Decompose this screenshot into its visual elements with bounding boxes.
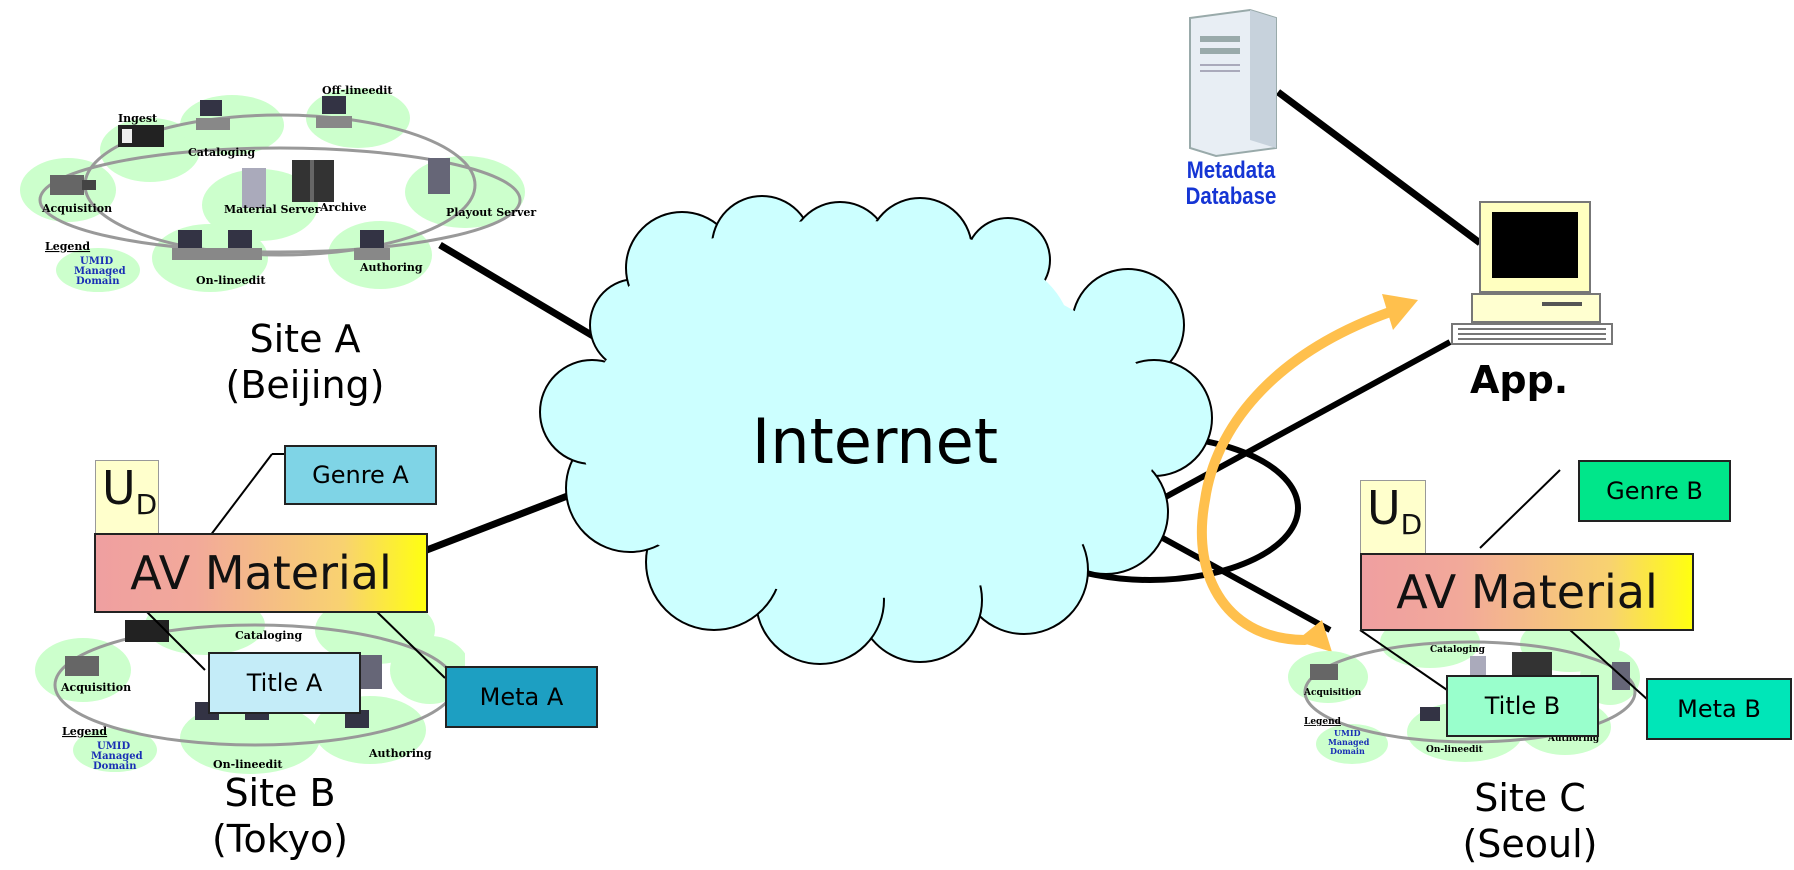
site-a-network: Ingest Off-lineedit Cataloging Acquisiti… xyxy=(20,84,536,292)
site-a-city: (Beijing) xyxy=(225,363,385,407)
av-material-left: AV Material xyxy=(94,533,428,613)
legend-b-line-1: UMID xyxy=(97,741,130,752)
label-acquisition: Acquisition xyxy=(41,202,112,215)
legend-line-1: UMID xyxy=(80,256,113,267)
av-material-right: AV Material xyxy=(1360,553,1694,631)
label-authoring-b: Authoring xyxy=(368,747,432,760)
site-c-city: (Seoul) xyxy=(1462,822,1598,866)
label-online-edit-b: On-lineedit xyxy=(213,758,283,771)
internet-label: Internet xyxy=(751,405,999,478)
label-ingest: Ingest xyxy=(118,112,158,125)
title-a-tag: Title A xyxy=(208,652,361,714)
label-archive: Archive xyxy=(319,201,367,214)
database-server-icon xyxy=(1189,8,1277,158)
ud-sub-right: D xyxy=(1400,508,1423,541)
database-label-line-2: Database xyxy=(1185,183,1277,210)
legend-b-line-3: Domain xyxy=(93,761,137,772)
flow-arrowhead-bottom xyxy=(1296,620,1332,652)
site-b-name: Site B xyxy=(224,771,336,815)
ud-main-right: U xyxy=(1367,481,1401,535)
legend-c-line-1: UMID xyxy=(1334,728,1361,738)
legend-line-3: Domain xyxy=(76,276,120,287)
genre-b-tag: Genre B xyxy=(1578,460,1731,522)
label-offline-edit: Off-lineedit xyxy=(322,84,393,97)
label-cataloging: Cataloging xyxy=(188,146,255,159)
label-acquisition-c: Acquisition xyxy=(1303,688,1362,698)
equipment-icons xyxy=(50,96,450,260)
database-label: Metadata Database xyxy=(1176,158,1287,210)
label-online-edit-c: On-lineedit xyxy=(1426,745,1484,755)
ud-badge-left: UD xyxy=(95,460,159,536)
label-cataloging-b: Cataloging xyxy=(235,629,302,642)
database-label-line-1: Metadata xyxy=(1186,157,1276,184)
app-label: App. xyxy=(1470,358,1569,402)
ud-badge-right: UD xyxy=(1360,480,1426,556)
genre-a-tag: Genre A xyxy=(284,445,437,505)
legend-title: Legend xyxy=(45,240,90,253)
computer-icon xyxy=(1451,201,1613,345)
meta-a-tag: Meta A xyxy=(445,666,598,728)
flow-arrow xyxy=(1196,307,1395,645)
ud-sub-left: D xyxy=(135,488,158,521)
label-acquisition-b: Acquisition xyxy=(60,681,131,694)
site-c-label: Site C (Seoul) xyxy=(1420,775,1640,867)
site-c-network: Acquisition Cataloging On-lineedit Autho… xyxy=(1288,616,1640,764)
site-b-label: Site B (Tokyo) xyxy=(180,770,380,862)
legend-title-b: Legend xyxy=(62,725,107,738)
label-material-server: Material Server xyxy=(224,203,321,216)
ud-main-left: U xyxy=(102,461,136,515)
legend-c-line-2: Managed xyxy=(1328,737,1370,747)
label-playout-server: Playout Server xyxy=(446,206,536,219)
legend-b-line-2: Managed xyxy=(91,751,143,762)
flow-arrowhead-top xyxy=(1382,294,1418,330)
link-site-c xyxy=(1128,517,1332,633)
legend-line-2: Managed xyxy=(74,266,126,277)
link-database-app xyxy=(1275,89,1483,246)
site-b-city: (Tokyo) xyxy=(211,817,349,861)
title-b-tag: Title B xyxy=(1446,675,1599,737)
site-a-name: Site A xyxy=(249,317,361,361)
site-a-label: Site A (Beijing) xyxy=(195,316,415,408)
label-authoring-c: Authoring xyxy=(1547,734,1600,744)
label-authoring: Authoring xyxy=(359,261,423,274)
legend-c-line-3: Domain xyxy=(1330,746,1365,756)
meta-b-tag: Meta B xyxy=(1646,678,1792,740)
label-online-edit: On-lineedit xyxy=(196,274,266,287)
site-c-name: Site C xyxy=(1474,776,1586,820)
legend-title-c: Legend xyxy=(1304,717,1342,727)
label-cataloging-c: Cataloging xyxy=(1430,645,1486,655)
